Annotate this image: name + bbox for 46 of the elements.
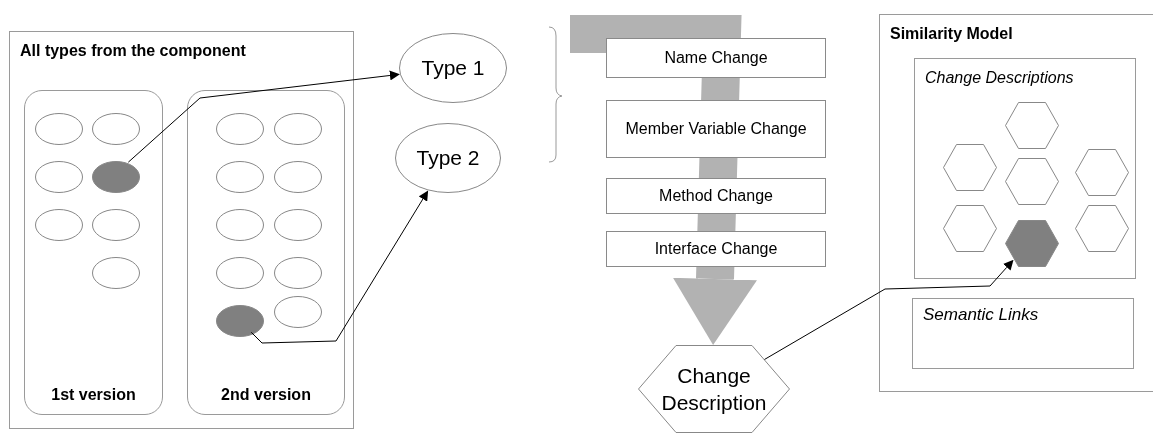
arrow [127,70,400,163]
panel [914,58,1136,279]
ellipse-node: Type 2 [395,123,501,193]
ellipse-shape [274,296,322,328]
ellipse-shape [92,209,140,241]
hexagon-shape [1005,220,1059,267]
process-box: Name Change [606,38,826,78]
block-arrow [570,15,757,345]
ellipse-shape [274,257,322,289]
panel [879,14,1153,392]
ellipse-shape [92,161,140,193]
hexagon-node: Change Description [638,345,790,433]
hexagon-shape [1005,102,1059,149]
version-panel [24,90,163,415]
ellipse-shape [216,305,264,337]
panel-title: All types from the component [20,42,246,60]
panel-title: 2nd version [220,386,312,404]
process-box: Member Variable Change [606,100,826,158]
ellipse-shape [274,113,322,145]
panel: Semantic Links [912,298,1134,369]
ellipse-node: Type 1 [399,33,507,103]
ellipse-shape [216,257,264,289]
arrow [764,259,1014,360]
ellipse-shape [35,161,83,193]
ellipse-shape [274,161,322,193]
ellipse-shape [274,209,322,241]
arrow [250,190,429,344]
process-box: Method Change [606,178,826,214]
hexagon-shape [1075,149,1129,196]
ellipse-shape [92,113,140,145]
ellipse-shape [35,113,83,145]
hexagon-shape [1005,158,1059,205]
ellipse-shape [216,113,264,145]
panel-title: Change Descriptions [925,69,1074,87]
version-panel [187,90,345,415]
hexagon-shape [943,144,997,191]
panel-title: 1st version [50,386,137,404]
ellipse-shape [216,161,264,193]
hexagon-shape [943,205,997,252]
panel-title: Similarity Model [890,25,1013,43]
ellipse-shape [216,209,264,241]
hexagon-shape [1075,205,1129,252]
panel [9,31,354,429]
ellipse-shape [92,257,140,289]
ellipse-shape [35,209,83,241]
process-box: Interface Change [606,231,826,267]
